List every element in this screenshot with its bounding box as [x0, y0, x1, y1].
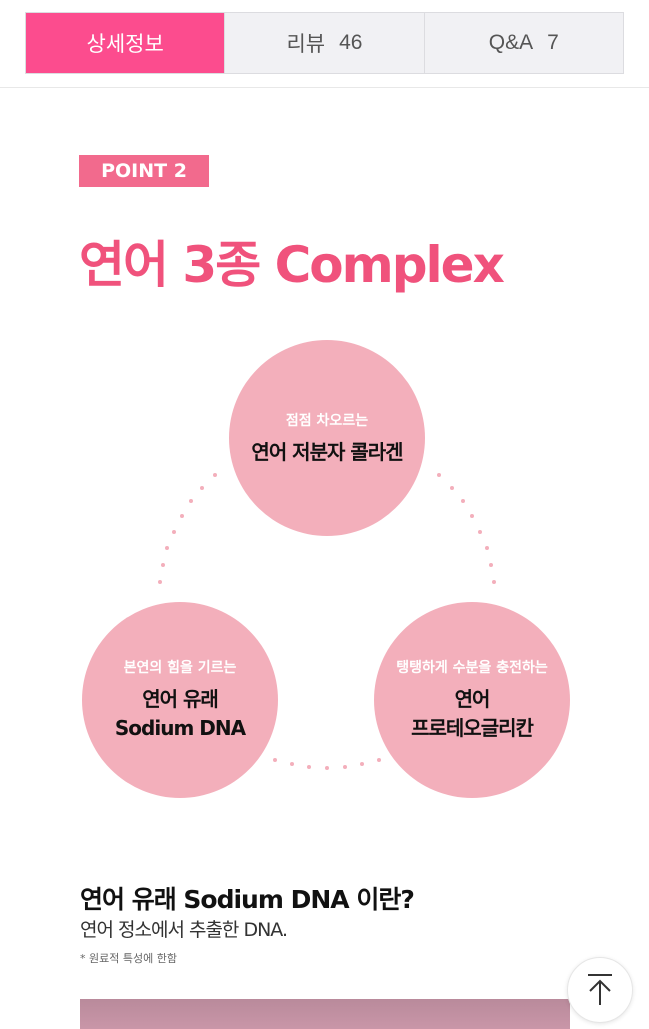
connector-dot	[189, 499, 194, 504]
connector-dot	[376, 757, 381, 762]
connector-dot	[484, 546, 489, 551]
connector-dot	[359, 762, 364, 767]
connector-dot	[290, 762, 295, 767]
connector-dot	[325, 766, 329, 770]
connector-dot	[212, 473, 217, 478]
connector-dot	[165, 546, 170, 551]
tab-count: 46	[339, 31, 363, 54]
tab-count: 7	[547, 31, 559, 54]
circle-proteoglycan: 탱탱하게 수분을 충전하는 연어 프로테오글리칸	[374, 602, 570, 798]
section-description: 연어 정소에서 추출한 DNA.	[80, 919, 288, 941]
scroll-top-button[interactable]	[567, 957, 633, 1023]
circle-title: 연어 저분자 콜라겐	[251, 439, 403, 464]
circle-subtitle: 본연의 힘을 기르는	[123, 660, 237, 676]
circle-dna: 본연의 힘을 기르는 연어 유래 Sodium DNA	[82, 602, 278, 798]
connector-dot	[478, 529, 483, 534]
tab-label: 리뷰	[286, 33, 326, 56]
connector-dot	[160, 563, 165, 568]
point-badge: POINT 2	[79, 155, 209, 187]
connector-dot	[157, 580, 162, 585]
circle-title: 연어 유래	[142, 687, 219, 711]
connector-dot	[342, 765, 347, 770]
connector-dot	[307, 765, 312, 770]
divider	[0, 87, 649, 88]
tab-qna[interactable]: Q&A 7	[423, 13, 623, 73]
circle-title: 연어	[454, 687, 491, 711]
circle-title: Sodium DNA	[114, 716, 246, 740]
connector-dot	[200, 485, 205, 490]
circle-subtitle: 탱탱하게 수분을 충전하는	[396, 660, 548, 676]
connector-dot	[171, 529, 176, 534]
connector-dot	[273, 757, 278, 762]
section-title: 연어 3종 Complex	[79, 236, 505, 294]
circle-collagen: 점점 차오르는 연어 저분자 콜라겐	[229, 340, 425, 536]
connector-dot	[470, 514, 475, 518]
connector-dot	[437, 473, 442, 478]
connector-dot	[460, 499, 465, 504]
connector-dot	[449, 485, 454, 490]
arrow-up-icon	[588, 974, 612, 1005]
tab-details[interactable]: 상세정보	[26, 13, 225, 73]
section-heading: 연어 유래 Sodium DNA 이란?	[80, 885, 415, 914]
connector-dot	[489, 563, 494, 568]
circle-title: 프로테오글리칸	[411, 716, 534, 740]
detail-tabs: 상세정보 리뷰 46 Q&A 7	[25, 12, 624, 74]
tab-label: 상세정보	[86, 33, 164, 56]
connector-dot	[492, 580, 497, 585]
tab-reviews[interactable]: 리뷰 46	[224, 13, 424, 73]
circle-subtitle: 점점 차오르는	[285, 412, 369, 429]
footnote: * 원료적 특성에 한함	[80, 952, 177, 965]
product-image	[80, 999, 570, 1029]
tab-label: Q&A	[488, 31, 534, 54]
connector-dot	[179, 514, 184, 518]
